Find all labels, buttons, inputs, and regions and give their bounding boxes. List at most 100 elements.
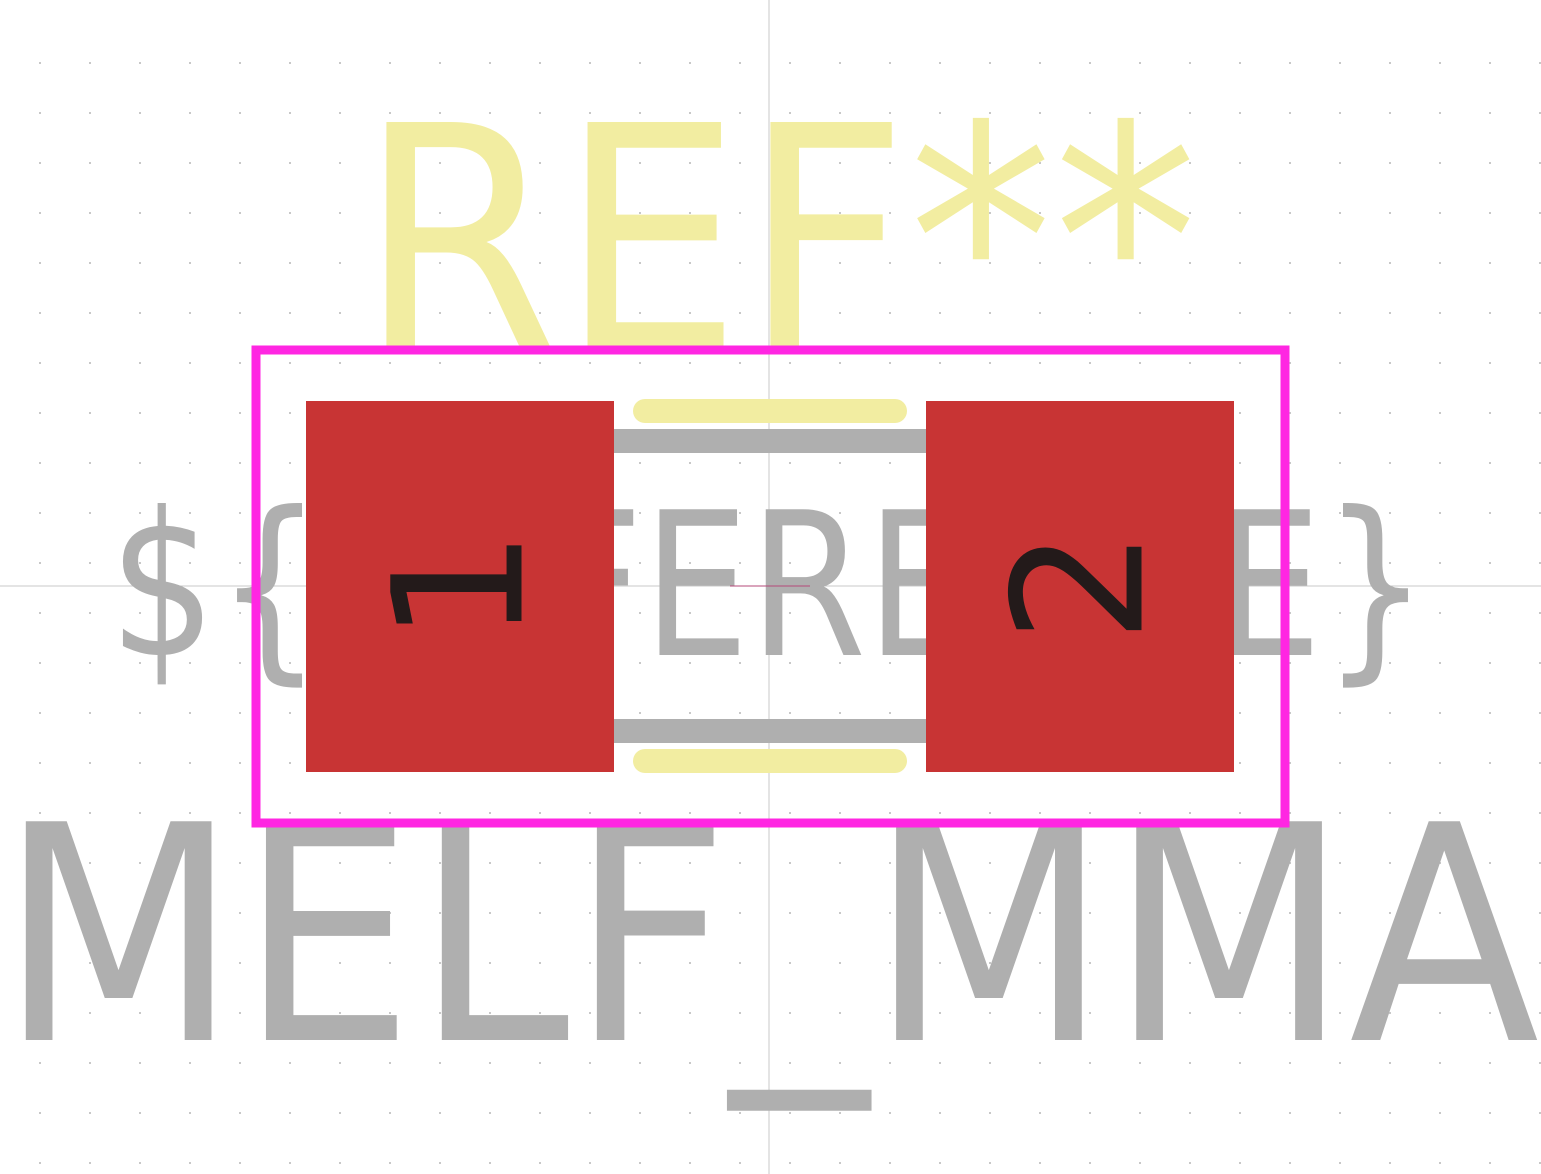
grid-dot [639,1012,641,1014]
grid-dot [1239,1062,1241,1064]
grid-dot [889,712,891,714]
grid-dot [689,612,691,614]
grid-dot [539,862,541,864]
grid-dot [189,812,191,814]
grid-dot [1039,1162,1041,1164]
grid-dot [839,362,841,364]
grid-dot [1339,662,1341,664]
grid-dot [1339,212,1341,214]
grid-dot [1539,412,1541,414]
grid-dot [739,662,741,664]
grid-dot [939,112,941,114]
grid-dot [389,262,391,264]
grid-dot [239,462,241,464]
grid-dot [739,712,741,714]
grid-dot [1389,262,1391,264]
grid-dot [1239,1012,1241,1014]
grid-dot [539,212,541,214]
grid-dot [739,512,741,514]
grid-dot [889,812,891,814]
grid-dot [1239,412,1241,414]
grid-dot [1189,212,1191,214]
grid-dot [189,712,191,714]
grid-dot [139,762,141,764]
grid-dot [1439,62,1441,64]
grid-dot [339,262,341,264]
grid-dot [1389,812,1391,814]
grid-dot [1539,1012,1541,1014]
grid-dot [1389,162,1391,164]
grid-dot [1289,512,1291,514]
grid-dot [739,862,741,864]
pad-2[interactable]: 2 [926,401,1234,772]
grid-dot [1139,362,1141,364]
grid-dot [1339,62,1341,64]
grid-dot [889,312,891,314]
grid-dot [1389,212,1391,214]
grid-dot [1189,112,1191,114]
grid-dot [989,962,991,964]
grid-dot [289,1162,291,1164]
grid-dot [789,1062,791,1064]
grid-dot [339,1162,341,1164]
grid-dot [1339,912,1341,914]
grid-dot [689,1162,691,1164]
grid-dot [539,912,541,914]
grid-dot [289,1012,291,1014]
grid-dot [389,962,391,964]
grid-dot [1439,762,1441,764]
grid-dot [689,812,691,814]
grid-dot [39,812,41,814]
grid-dot [789,162,791,164]
grid-dot [89,112,91,114]
grid-dot [1389,512,1391,514]
grid-dot [89,512,91,514]
grid-dot [89,812,91,814]
grid-dot [1389,912,1391,914]
grid-dot [139,662,141,664]
grid-dot [839,512,841,514]
grid-dot [539,1062,541,1064]
grid-dot [1239,662,1241,664]
grid-dot [939,812,941,814]
grid-dot [289,62,291,64]
grid-dot [1289,112,1291,114]
grid-dot [39,762,41,764]
grid-dot [739,112,741,114]
grid-dot [539,1112,541,1114]
grid-dot [939,262,941,264]
grid-dot [1489,1162,1491,1164]
grid-dot [739,1162,741,1164]
grid-dot [1089,312,1091,314]
grid-dot [1439,1012,1441,1014]
grid-dot [839,312,841,314]
grid-dot [1389,862,1391,864]
grid-dot [239,662,241,664]
pad-1[interactable]: 1 [306,401,614,772]
grid-dot [39,62,41,64]
grid-dot [789,912,791,914]
grid-dot [639,462,641,464]
grid-dot [639,162,641,164]
grid-dot [339,1012,341,1014]
grid-dot [1189,162,1191,164]
grid-dot [139,1062,141,1064]
grid-dot [889,462,891,464]
grid-dot [539,1162,541,1164]
grid-dot [439,1062,441,1064]
grid-dot [789,1162,791,1164]
grid-dot [589,162,591,164]
grid-dot [689,562,691,564]
grid-dot [489,1062,491,1064]
grid-dot [539,112,541,114]
grid-dot [1139,162,1141,164]
grid-dot [289,712,291,714]
grid-dot [439,162,441,164]
grid-dot [189,362,191,364]
grid-dot [1439,512,1441,514]
grid-dot [1239,312,1241,314]
grid-dot [239,912,241,914]
grid-dot [789,862,791,864]
grid-dot [1389,1062,1391,1064]
grid-dot [989,362,991,364]
